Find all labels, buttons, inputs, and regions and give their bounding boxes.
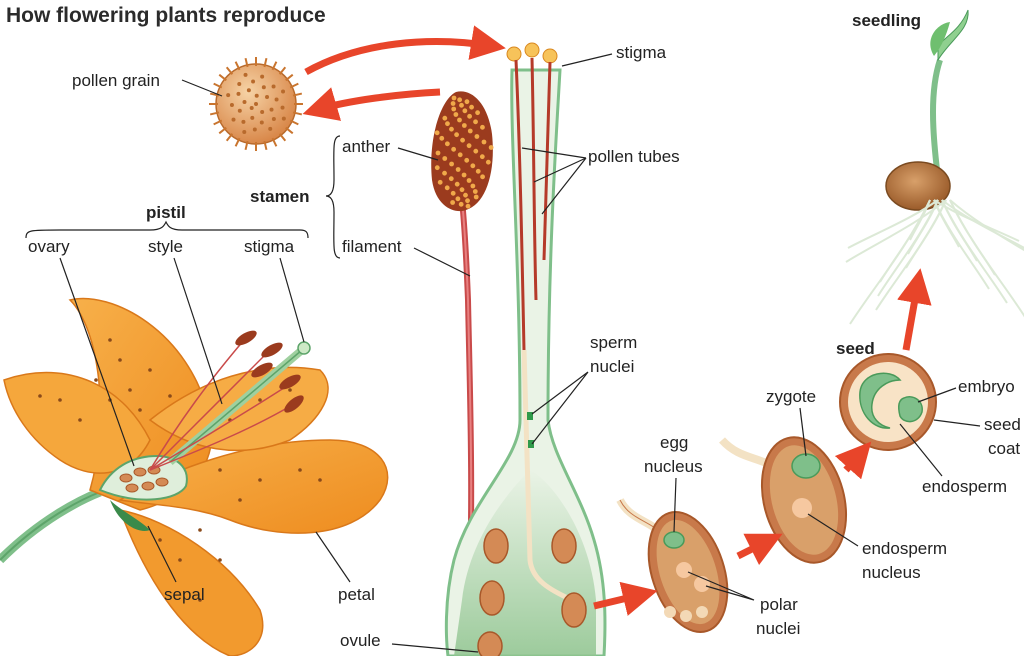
label-anther: anther	[342, 137, 391, 156]
pollen-grain-illustration	[209, 57, 303, 151]
label-sperm-nuclei-2: nuclei	[590, 357, 634, 376]
label-endosperm-nucleus-1: endosperm	[862, 539, 947, 558]
label-sperm-nuclei-1: sperm	[590, 333, 637, 352]
label-endosperm: endosperm	[922, 477, 1007, 496]
label-stigma-top: stigma	[616, 43, 667, 62]
diagram-title: How flowering plants reproduce	[6, 4, 326, 27]
label-zygote: zygote	[766, 387, 816, 406]
ovule-stage-zygote	[719, 436, 848, 564]
label-petal: petal	[338, 585, 375, 604]
label-polar-nuclei-2: nuclei	[756, 619, 800, 638]
label-stamen: stamen	[250, 187, 310, 206]
label-egg-nucleus-1: egg	[660, 433, 688, 452]
label-pollen-grain: pollen grain	[72, 71, 160, 90]
arrow-stage-3	[834, 441, 872, 480]
label-style: style	[148, 237, 183, 256]
label-ovary: ovary	[28, 237, 70, 256]
label-seed: seed	[836, 339, 875, 358]
seedling-illustration	[845, 9, 1024, 325]
label-endosperm-nucleus-2: nucleus	[862, 563, 921, 582]
label-egg-nucleus-2: nucleus	[644, 457, 703, 476]
label-filament: filament	[342, 237, 402, 256]
seed-illustration	[839, 353, 937, 451]
label-embryo: embryo	[958, 377, 1015, 396]
arrow-stage-2	[736, 533, 783, 566]
label-seedling: seedling	[852, 11, 921, 30]
flower-illustration	[0, 297, 389, 656]
label-sepal: sepal	[164, 585, 205, 604]
label-pistil: pistil	[146, 203, 186, 222]
label-seed-coat-2: coat	[988, 439, 1020, 458]
arrow-stage-4	[897, 268, 932, 351]
label-seed-coat-1: seed	[984, 415, 1021, 434]
label-pollen-tubes: pollen tubes	[588, 147, 680, 166]
arrow-to-pollen	[302, 87, 441, 121]
arrow-to-stigma	[304, 25, 506, 76]
pistil-illustration	[444, 42, 607, 656]
label-ovule: ovule	[340, 631, 381, 650]
arrow-stage-1	[593, 581, 658, 616]
label-stigma-pistil: stigma	[244, 237, 295, 256]
label-polar-nuclei-1: polar	[760, 595, 798, 614]
ovule-stage-egg	[616, 497, 729, 634]
